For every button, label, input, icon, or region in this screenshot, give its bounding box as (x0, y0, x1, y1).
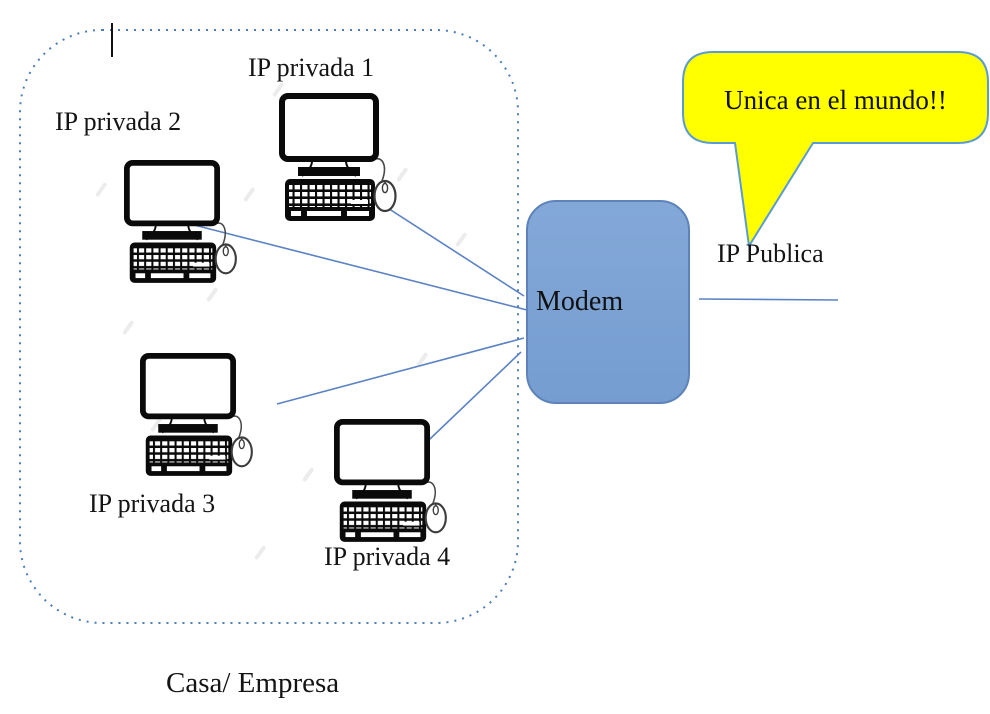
label-ip-privada-3: IP privada 3 (89, 489, 216, 518)
connection-line-pc3 (276, 337, 525, 405)
modem-label: Modem (536, 286, 624, 317)
computer-icon-3 (143, 356, 252, 476)
label-ip-privada-4: IP privada 4 (324, 542, 451, 571)
modem-node: Modem (526, 200, 690, 404)
label-ip-privada-1: IP privada 1 (248, 53, 375, 82)
label-ip-publica: IP Publica (717, 239, 824, 268)
label-ip-privada-2: IP privada 2 (55, 107, 182, 136)
callout-text: Unica en el mundo!! (724, 85, 947, 115)
callout-bubble (682, 51, 989, 247)
zone-caption: Casa/ Empresa (166, 667, 340, 699)
computer-icon-2 (127, 163, 236, 283)
computer-icon-4 (337, 422, 446, 542)
computer-icon-1 (282, 96, 396, 221)
wan-line (698, 298, 839, 301)
lan-boundary (19, 29, 519, 624)
connection-line-pc2 (154, 214, 528, 311)
connection-line-pc1 (379, 202, 525, 297)
